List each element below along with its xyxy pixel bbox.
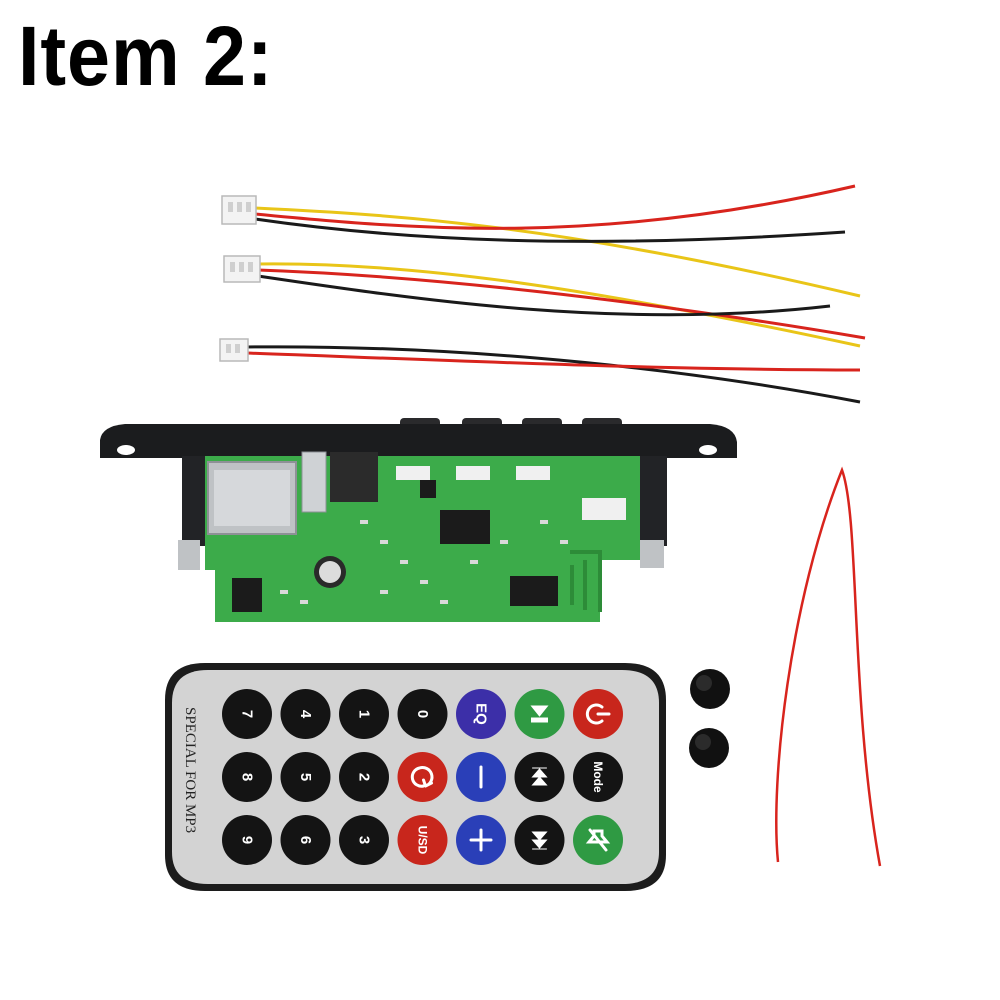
remote-button-label: 7 (239, 710, 256, 718)
remote-button-label: 1 (356, 710, 373, 718)
remote-button-label: EQ (473, 703, 490, 725)
remote-button[interactable]: Mode (573, 752, 623, 802)
connector-plug-icon (219, 338, 249, 362)
power-icon (585, 703, 611, 725)
wire-harness-2pin-bottom (219, 338, 861, 404)
previous-icon (531, 767, 548, 786)
play-pause-icon (530, 705, 549, 723)
remote-button[interactable] (573, 689, 623, 739)
remote-button[interactable] (573, 815, 623, 865)
remote-button-label: U/SD (416, 826, 430, 855)
remote-label: SPECIAL FOR MP3 (182, 707, 198, 833)
remote-button[interactable]: 1 (339, 689, 389, 739)
remote-button[interactable]: 6 (280, 815, 331, 865)
remote-button[interactable]: 4 (280, 689, 331, 739)
remote-button-label: 5 (297, 773, 314, 781)
mp3-decoder-module (100, 418, 737, 622)
remote-button[interactable] (456, 752, 506, 802)
remote-button-label: 8 (239, 773, 256, 781)
button-caps (689, 669, 730, 768)
remote-button[interactable]: 2 (339, 752, 389, 802)
page-title: Item 2: (18, 9, 274, 103)
next-icon (531, 831, 548, 850)
remote-button[interactable]: U/SD (397, 815, 448, 865)
ir-remote-control: SPECIAL FOR MP3 7 4 1 0 EQ 8 5 2 Mode 9 6 3 U/SD (165, 663, 666, 891)
antenna-wire (775, 466, 882, 867)
connector-plug-icon (223, 255, 261, 283)
remote-button[interactable]: 9 (222, 815, 272, 865)
wire-harness-3pin-top (221, 184, 861, 298)
mute-icon (585, 828, 611, 852)
wire-harness-3pin-middle (223, 255, 866, 348)
remote-button[interactable] (514, 752, 565, 802)
connector-plug-icon (221, 195, 257, 225)
remote-button[interactable]: 7 (222, 689, 272, 739)
remote-button-label: 3 (356, 836, 373, 844)
plus-icon (469, 828, 493, 852)
remote-button-label: 9 (239, 836, 256, 844)
remote-button[interactable]: 5 (280, 752, 331, 802)
remote-button[interactable] (456, 815, 506, 865)
repeat-icon (410, 766, 434, 788)
remote-button[interactable] (514, 689, 565, 739)
remote-button-label: 6 (297, 836, 314, 844)
remote-button-label: 4 (297, 710, 314, 719)
remote-button[interactable]: 3 (339, 815, 389, 865)
remote-button[interactable]: 8 (222, 752, 272, 802)
remote-button-label: 0 (414, 710, 431, 718)
remote-button[interactable] (514, 815, 565, 865)
remote-button-label: 2 (356, 773, 373, 781)
remote-button-label: Mode (591, 761, 605, 793)
remote-button[interactable]: 0 (397, 689, 448, 739)
remote-button[interactable] (397, 752, 448, 802)
remote-button-grid: 7 4 1 0 EQ 8 5 2 Mode 9 6 3 U/SD (222, 689, 623, 865)
remote-button[interactable]: EQ (456, 689, 506, 739)
